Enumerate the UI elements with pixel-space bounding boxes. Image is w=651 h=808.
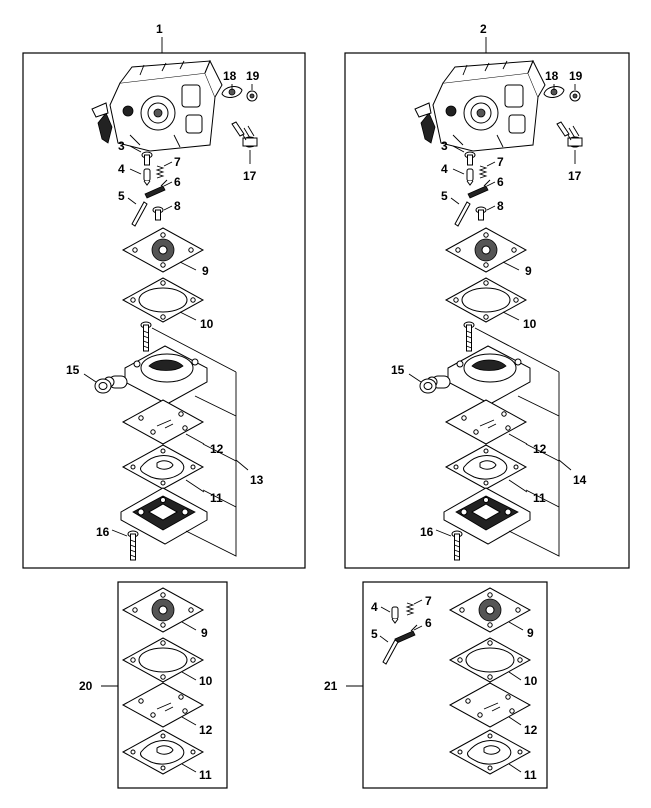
label-4: 4 — [118, 162, 125, 176]
label-17: 17 — [243, 169, 257, 183]
kit-20: 20 9 10 12 11 — [79, 581, 228, 789]
label-19: 19 — [246, 69, 260, 83]
label-3: 3 — [118, 139, 125, 153]
label-11: 11 — [533, 491, 546, 505]
label-7: 7 — [425, 594, 432, 608]
label-10: 10 — [523, 317, 537, 331]
panel-2-title: 2 — [480, 22, 487, 36]
label-8: 8 — [174, 199, 181, 213]
label-5: 5 — [118, 189, 125, 203]
kit-21-frame — [362, 581, 548, 789]
label-4: 4 — [371, 600, 378, 614]
label-6: 6 — [425, 616, 432, 630]
label-12: 12 — [199, 723, 213, 737]
label-10: 10 — [200, 317, 214, 331]
label-11: 11 — [199, 768, 212, 782]
label-9: 9 — [202, 264, 209, 278]
label-10: 10 — [524, 674, 538, 688]
kit-21-title: 21 — [324, 679, 338, 693]
label-10: 10 — [199, 674, 213, 688]
label-7: 7 — [174, 155, 181, 169]
panel-1-title: 1 — [156, 22, 163, 36]
kit-21: 21 4 7 6 5 9 10 12 11 — [324, 581, 548, 789]
label-6: 6 — [497, 175, 504, 189]
label-8: 8 — [497, 199, 504, 213]
label-18: 18 — [545, 69, 559, 83]
carburetor-body — [91, 60, 223, 152]
label-9: 9 — [527, 626, 534, 640]
label-3: 3 — [441, 139, 448, 153]
label-5: 5 — [441, 189, 448, 203]
label-16: 16 — [96, 525, 110, 539]
label-11: 11 — [210, 491, 223, 505]
label-19: 19 — [569, 69, 583, 83]
label-4: 4 — [441, 162, 448, 176]
label-13: 13 — [250, 473, 264, 487]
panel-2-frame — [344, 52, 630, 569]
panel-1-frame — [22, 52, 306, 569]
label-5: 5 — [371, 627, 378, 641]
label-11: 11 — [524, 768, 537, 782]
label-17: 17 — [568, 169, 582, 183]
panel-1: 1 18 19 17 3 4 7 6 5 8 9 10 — [22, 22, 306, 569]
label-9: 9 — [525, 264, 532, 278]
label-12: 12 — [524, 723, 538, 737]
kit-20-frame — [117, 581, 228, 789]
label-7: 7 — [497, 155, 504, 169]
label-14: 14 — [573, 473, 587, 487]
label-18: 18 — [223, 69, 237, 83]
label-6: 6 — [174, 175, 181, 189]
kit-20-title: 20 — [79, 679, 93, 693]
label-15: 15 — [391, 363, 405, 377]
label-16: 16 — [420, 525, 434, 539]
label-9: 9 — [201, 626, 208, 640]
panel-2: 2 18 19 17 3 4 7 6 5 8 9 10 — [344, 22, 630, 569]
label-15: 15 — [66, 363, 80, 377]
carburetor-body — [414, 60, 546, 152]
